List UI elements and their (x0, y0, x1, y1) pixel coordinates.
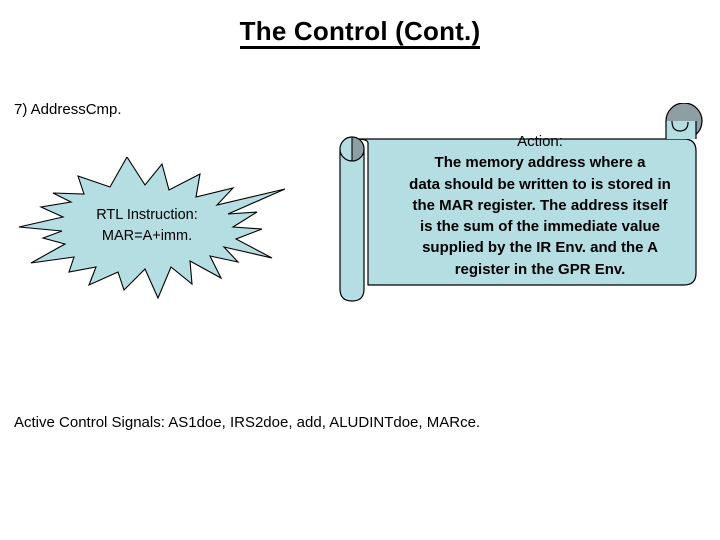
page-title-text: The Control (Cont.) (239, 17, 481, 50)
rtl-instruction-starburst: RTL Instruction: MAR=A+imm. (14, 157, 314, 305)
step-label: 7) AddressCmp. (14, 101, 122, 118)
starburst-label: RTL Instruction: MAR=A+imm. (96, 207, 198, 245)
page-title: The Control (Cont.) (0, 16, 720, 50)
scroll-text-block: Action: The memory address where a data … (368, 131, 712, 280)
action-scroll-banner: Action: The memory address where a data … (332, 103, 720, 308)
scroll-shape-icon (339, 103, 703, 302)
starburst-shape-icon (18, 157, 286, 300)
active-control-signals: Active Control Signals: AS1doe, IRS2doe,… (14, 414, 481, 431)
scroll-heading: Action: (517, 133, 563, 150)
scroll-body-text: The memory address where a data should b… (409, 154, 671, 278)
